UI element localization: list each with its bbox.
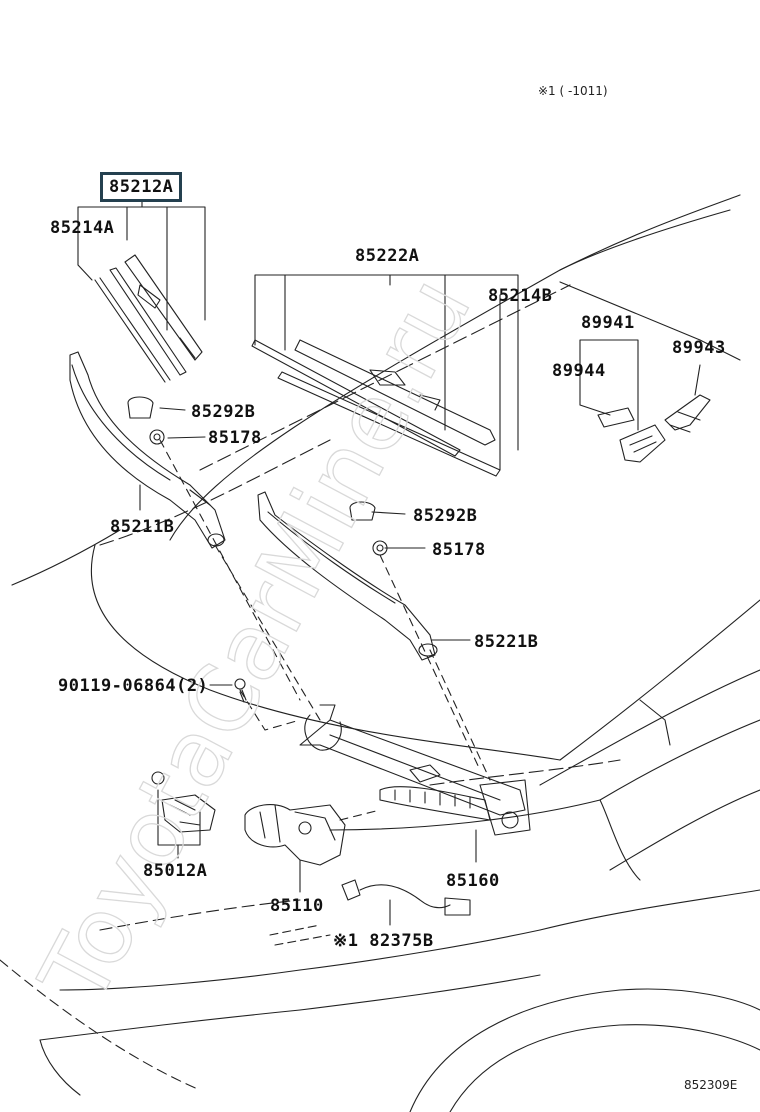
part-label-85178-upper[interactable]: 85178 xyxy=(208,428,262,448)
part-label-85221B[interactable]: 85221B xyxy=(474,632,539,652)
part-label-85110[interactable]: 85110 xyxy=(270,896,324,916)
wiper-arm-passenger xyxy=(257,491,438,661)
wiper-arm-driver xyxy=(69,351,226,549)
wiper-link-85160 xyxy=(299,704,531,836)
cap-85292B-1 xyxy=(127,396,154,419)
part-label-85222A[interactable]: 85222A xyxy=(355,246,420,266)
clip-89943 xyxy=(664,394,711,433)
car-body-outline xyxy=(0,194,760,1112)
wiper-blade-driver xyxy=(94,254,203,383)
part-label-85292B-upper[interactable]: 85292B xyxy=(191,402,256,422)
part-label-85178-lower[interactable]: 85178 xyxy=(432,540,486,560)
part-label-85214B[interactable]: 85214B xyxy=(488,286,553,306)
nut-85178-2 xyxy=(372,540,388,556)
wiper-blade-passenger xyxy=(251,339,501,477)
part-label-85160[interactable]: 85160 xyxy=(446,871,500,891)
clip-85012A xyxy=(151,771,216,833)
part-label-82375B[interactable]: ※1 82375B xyxy=(333,931,434,951)
bolt-90119 xyxy=(234,678,247,703)
wire-harness-82375B xyxy=(341,879,471,916)
part-label-85012A[interactable]: 85012A xyxy=(143,861,208,881)
assembly-dashed-lines xyxy=(159,439,491,821)
part-label-85212A[interactable]: 85212A xyxy=(100,172,183,202)
part-label-89941[interactable]: 89941 xyxy=(581,313,635,333)
nut-85178-1 xyxy=(149,429,165,445)
watermark-text: ToyotaCarMine.ru xyxy=(19,260,491,1021)
tag-89944 xyxy=(597,407,666,463)
part-label-85214A[interactable]: 85214A xyxy=(50,218,115,238)
part-label-89943[interactable]: 89943 xyxy=(672,338,726,358)
part-label-85292B-lower[interactable]: 85292B xyxy=(413,506,478,526)
diagram-code: 852309E xyxy=(684,1078,738,1092)
part-label-90119-06864[interactable]: 90119-06864(2) xyxy=(58,676,209,696)
wiper-motor-85110 xyxy=(244,804,346,866)
leader-lines xyxy=(77,199,741,946)
part-label-89944[interactable]: 89944 xyxy=(552,361,606,381)
cap-85292B-2 xyxy=(349,501,376,521)
header-note: ※1 ( -1011) xyxy=(538,84,608,98)
part-label-85211B[interactable]: 85211B xyxy=(110,517,175,537)
